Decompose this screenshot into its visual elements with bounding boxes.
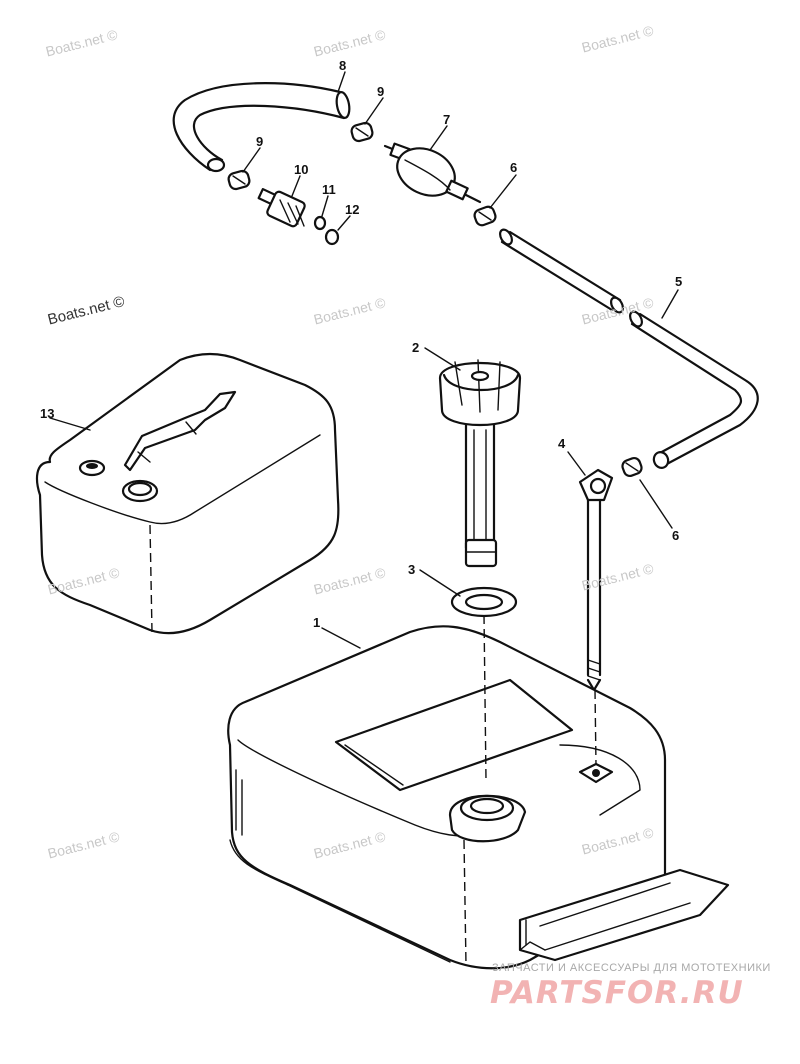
leader-4	[567, 451, 586, 476]
part-6-clamp-upper	[473, 205, 497, 227]
leader-2	[424, 347, 461, 371]
part-13-small-tank	[35, 352, 340, 635]
leader-3	[419, 569, 461, 597]
part-1-main-tank	[227, 625, 730, 970]
callout-5: 5	[675, 274, 683, 289]
callout-9-left: 9	[256, 134, 264, 149]
leader-6-upper	[489, 174, 517, 209]
callout-8: 8	[339, 58, 347, 73]
part-12-o-ring	[324, 228, 340, 246]
part-11-o-ring	[313, 215, 327, 231]
leader-7	[429, 125, 448, 151]
part-4-pickup-tube	[578, 468, 614, 692]
leader-1	[321, 627, 361, 649]
callout-13: 13	[40, 406, 55, 421]
callout-2: 2	[412, 340, 420, 355]
part-5-hose	[499, 228, 759, 469]
assembly-line-pickup	[594, 689, 597, 766]
callout-1: 1	[313, 615, 321, 630]
part-9-clamp-left	[227, 169, 251, 191]
callout-4: 4	[558, 436, 566, 451]
brand-tagline: ЗАПЧАСТИ И АКСЕССУАРЫ ДЛЯ МОТОТЕХНИКИ	[492, 962, 771, 974]
leader-12	[337, 215, 351, 231]
part-9-clamp-right	[350, 121, 374, 143]
leader-10	[291, 175, 301, 197]
leader-5	[661, 289, 679, 319]
callout-11: 11	[322, 182, 336, 197]
part-7-primer-bulb	[383, 142, 482, 204]
leader-13	[49, 417, 91, 431]
part-8-hose	[172, 82, 351, 173]
part-3-gasket	[450, 586, 518, 618]
callout-12: 12	[345, 202, 360, 217]
callout-10: 10	[294, 162, 309, 177]
callout-9-right: 9	[377, 84, 385, 99]
leader-9-left	[242, 147, 261, 173]
part-10-connector	[257, 187, 306, 228]
part-2-fuel-gauge	[438, 359, 522, 568]
callout-7: 7	[443, 112, 451, 127]
part-6-clamp-lower	[621, 456, 643, 478]
callout-3: 3	[408, 562, 416, 577]
leader-11	[321, 195, 329, 217]
leader-9-right	[364, 97, 384, 125]
callout-6-upper: 6	[510, 160, 518, 175]
leader-6-lower	[639, 479, 673, 529]
callout-6-lower: 6	[672, 528, 680, 543]
brand-logo: PARTSFOR.RU	[490, 975, 744, 1011]
leader-8	[337, 71, 346, 93]
